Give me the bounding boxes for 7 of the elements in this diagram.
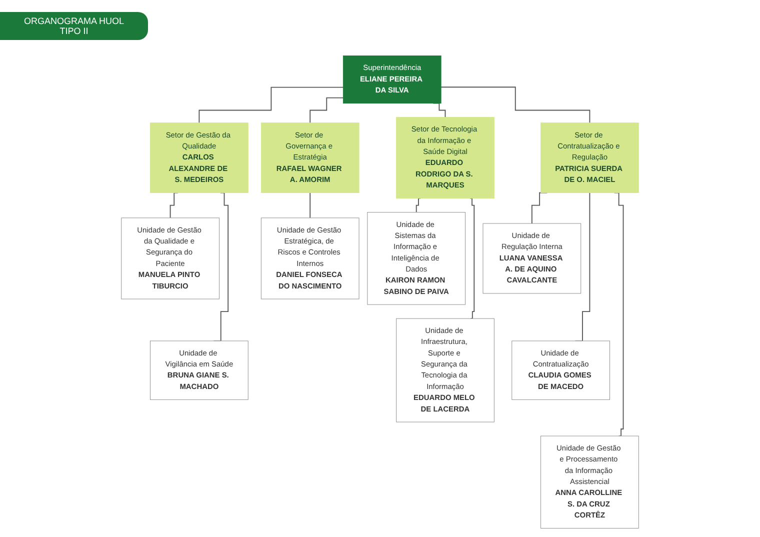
title-banner: ORGANOGRAMA HUOL TIPO II	[0, 12, 148, 40]
connector	[440, 86, 590, 124]
connector	[310, 192, 311, 218]
connector	[310, 97, 344, 124]
connector	[416, 198, 422, 213]
connector	[469, 198, 475, 320]
connector	[198, 86, 344, 124]
